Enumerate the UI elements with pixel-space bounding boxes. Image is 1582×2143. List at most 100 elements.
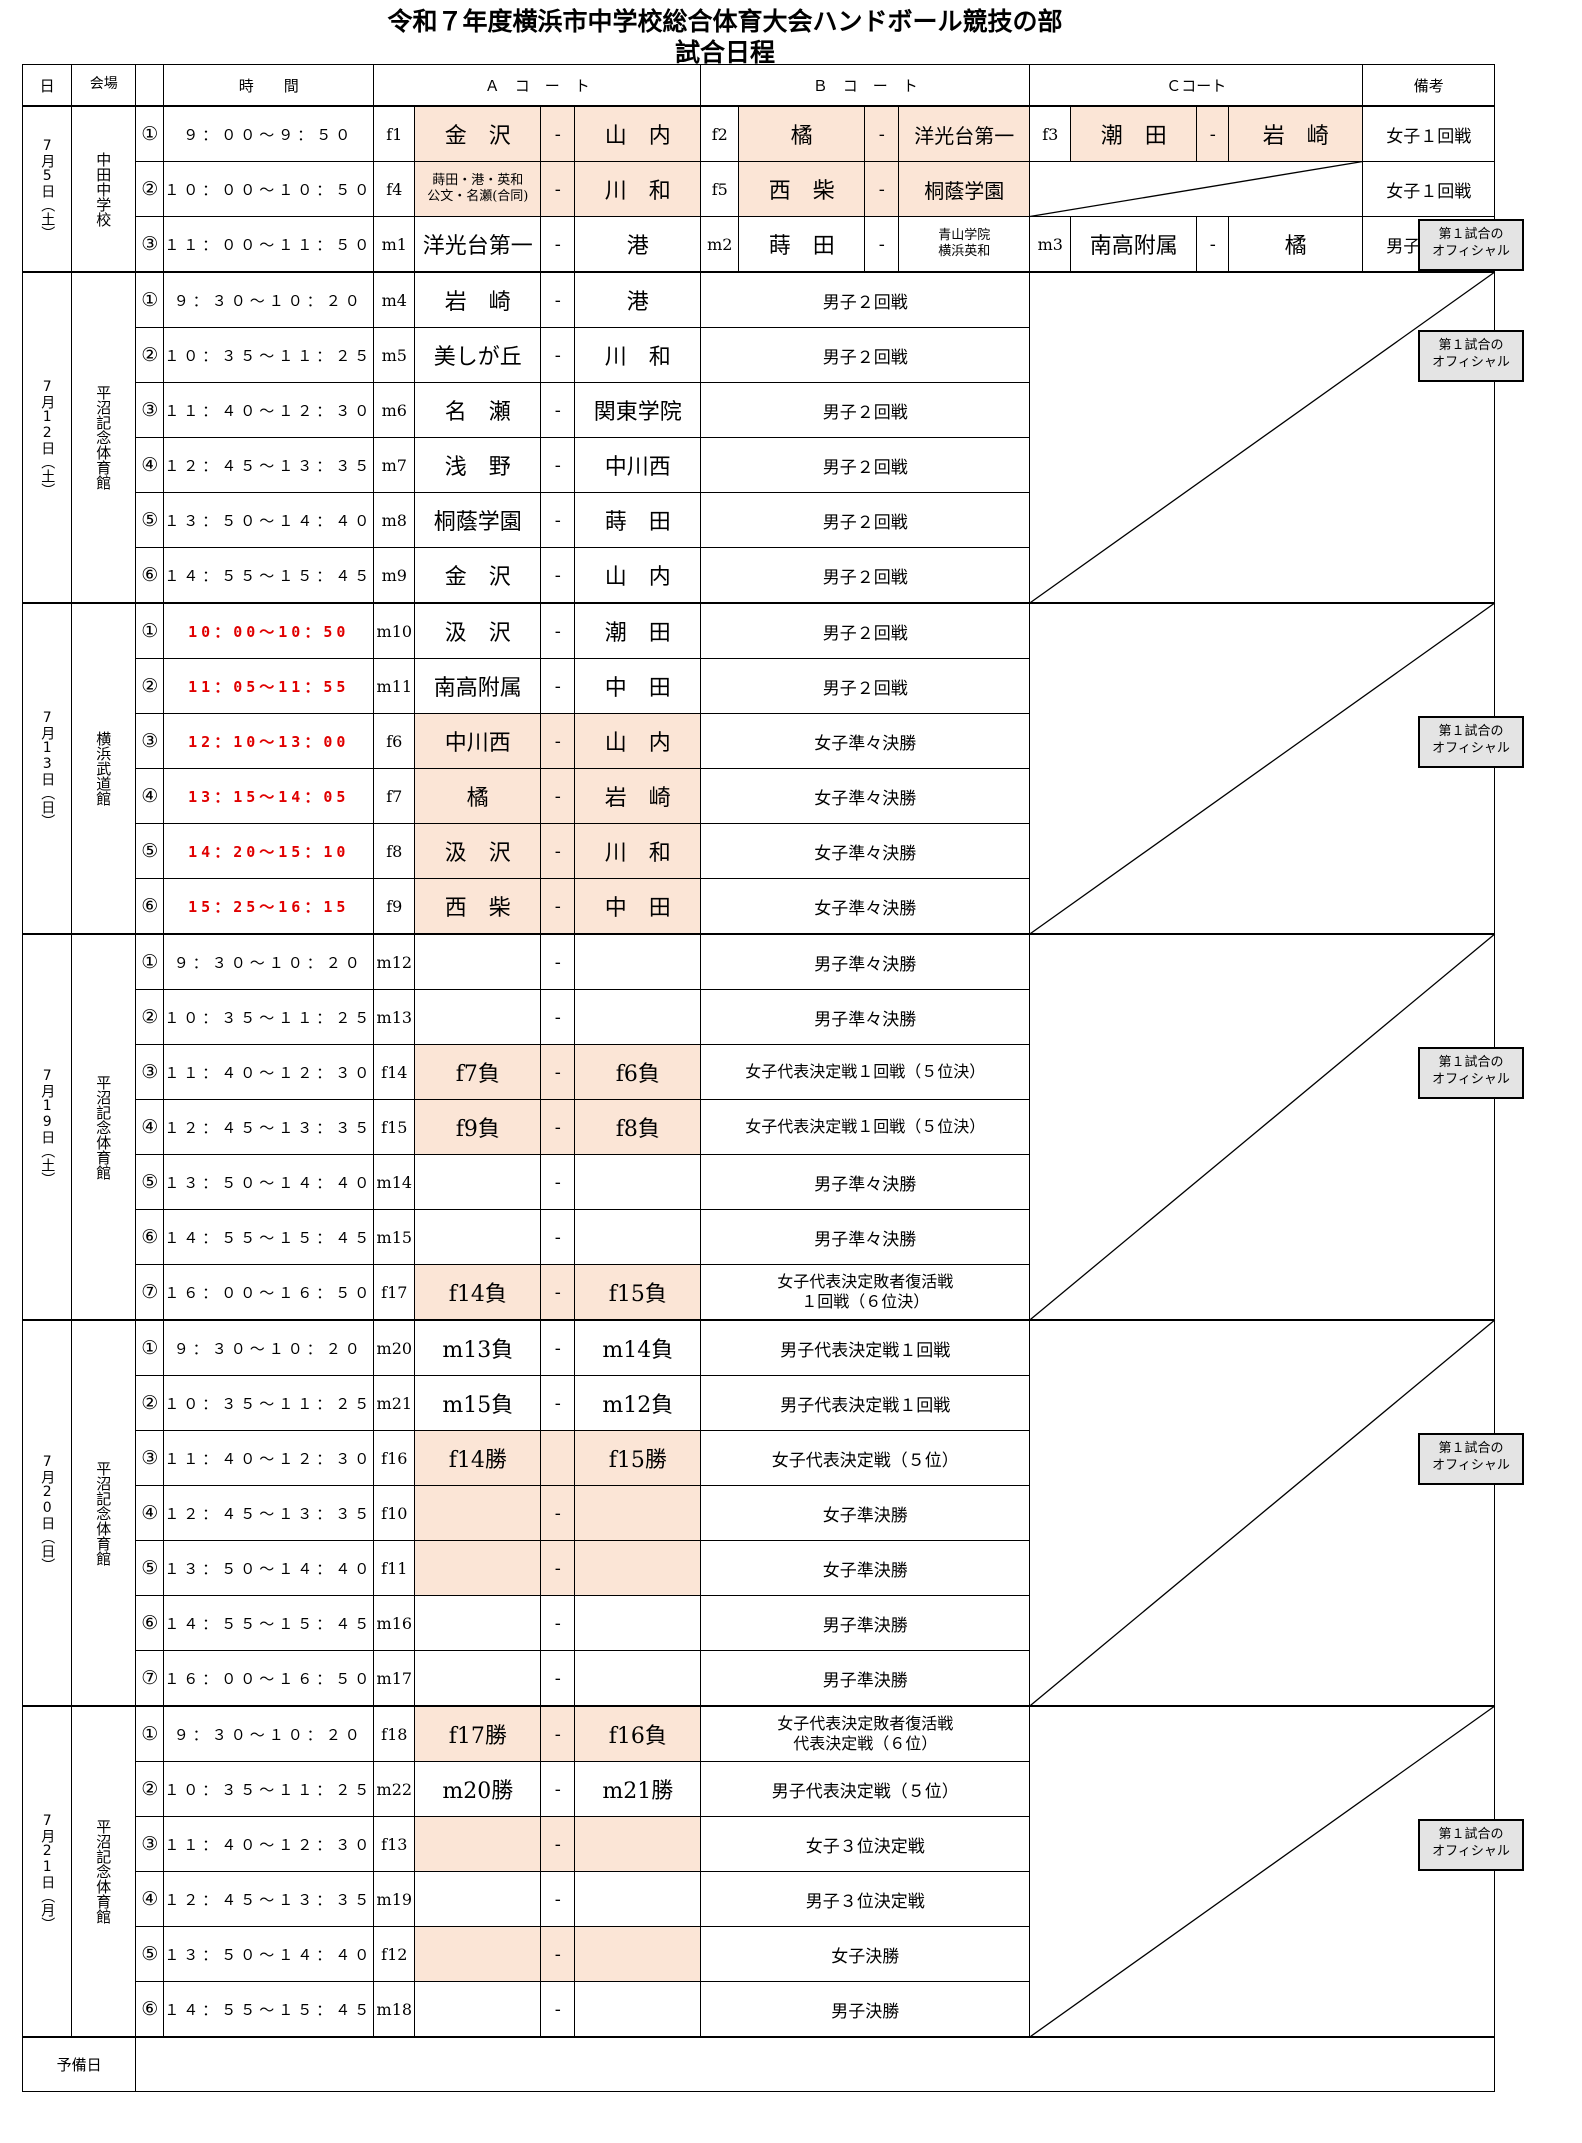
court-a-dash: - [540, 1926, 576, 1982]
match-number: ③ [135, 713, 165, 769]
court-a-team1: 名 瀬 [414, 382, 542, 438]
court-a-team2: 中 田 [574, 658, 702, 714]
time-slot: １１：００～１１：５０ [163, 216, 375, 273]
court-c-team2: 岩 崎 [1228, 105, 1364, 162]
court-a-team2: 中川西 [574, 437, 702, 493]
time-slot: １４：５５～１５：４５ [163, 1981, 375, 2038]
match-number: ⑥ [135, 1595, 165, 1651]
court-b-dash: - [864, 161, 900, 217]
time-slot: １２：４５～１３：３５ [163, 1099, 375, 1155]
court-a-code: f8 [373, 823, 416, 879]
time-slot: ９：３０～１０：２０ [163, 1319, 375, 1376]
court-b-note: 女子３位決定戦 [700, 1816, 1031, 1872]
court-c-empty [1029, 161, 1364, 217]
time-slot: １３：５０～１４：４０ [163, 1926, 375, 1982]
court-a-code: f4 [373, 161, 416, 217]
court-a-dash [540, 1430, 576, 1486]
venue-cell: 平沼記念体育館 [71, 1319, 137, 1707]
court-a-team1: 洋光台第一 [414, 216, 542, 273]
court-a-dash: - [540, 1485, 576, 1541]
match-number: ⑥ [135, 1209, 165, 1265]
court-b-code: m2 [700, 216, 740, 273]
court-a-dash: - [540, 933, 576, 990]
court-c-empty-block [1029, 1319, 1496, 1707]
court-b-note: 男子準々決勝 [700, 933, 1031, 990]
court-a-dash: - [540, 1264, 576, 1321]
court-b-team2: 青山学院横浜英和 [898, 216, 1031, 273]
page-title: 令和７年度横浜市中学校総合体育大会ハンドボール競技の部 [387, 7, 1063, 36]
court-a-dash: - [540, 492, 576, 548]
match-number: ⑤ [135, 823, 165, 879]
court-a-team1 [414, 933, 542, 990]
court-a-code: f11 [373, 1540, 416, 1596]
reserve-day-cell [135, 2036, 1496, 2092]
time-slot: ９：３０～１０：２０ [163, 1705, 375, 1762]
court-a-team2: 潮 田 [574, 602, 702, 659]
reserve-day-label: 予備日 [21, 2036, 137, 2092]
court-a-code: m6 [373, 382, 416, 438]
match-number: ⑥ [135, 878, 165, 935]
court-a-code: f6 [373, 713, 416, 769]
court-b-team2: 桐蔭学園 [898, 161, 1031, 217]
match-number: ③ [135, 1816, 165, 1872]
court-a-dash: - [540, 1540, 576, 1596]
court-a-code: m8 [373, 492, 416, 548]
court-b-note: 女子準決勝 [700, 1540, 1031, 1596]
time-slot: 10：00～10：50 [163, 602, 375, 659]
time-slot: １４：５５～１５：４５ [163, 547, 375, 604]
court-c-team1: 潮 田 [1070, 105, 1198, 162]
venue-cell: 平沼記念体育館 [71, 1705, 137, 2038]
court-a-team1 [414, 1650, 542, 1707]
match-number: ⑤ [135, 1926, 165, 1982]
court-c-code: m3 [1029, 216, 1072, 273]
court-a-team2 [574, 1650, 702, 1707]
court-a-dash: - [540, 878, 576, 935]
court-a-team1: 南高附属 [414, 658, 542, 714]
court-b-team1: 橘 [738, 105, 866, 162]
court-b-note: 男子代表決定戦１回戦 [700, 1375, 1031, 1431]
time-slot: １１：４０～１２：３０ [163, 1430, 375, 1486]
court-a-team2 [574, 1981, 702, 2038]
court-c-dash: - [1196, 216, 1230, 273]
time-slot: １３：５０～１４：４０ [163, 1540, 375, 1596]
court-a-dash: - [540, 1044, 576, 1100]
court-a-dash: - [540, 713, 576, 769]
court-b-note: 男子２回戦 [700, 437, 1031, 493]
court-a-team1: 中川西 [414, 713, 542, 769]
time-slot: ９：３０～１０：２０ [163, 271, 375, 328]
date-text: 7月19日（土） [39, 1068, 56, 1186]
page-subtitle: 試合日程 [674, 38, 775, 67]
header-court-a: Ａ コ ー ト [373, 64, 702, 107]
court-a-code: f14 [373, 1044, 416, 1100]
court-b-team2: 洋光台第一 [898, 105, 1031, 162]
court-a-dash: - [540, 1209, 576, 1265]
official-badge: 第１試合のオフィシャル [1418, 218, 1524, 271]
court-a-team1: f7負 [414, 1044, 542, 1100]
court-a-team2: 蒔 田 [574, 492, 702, 548]
header-venue: 会場 [71, 64, 137, 107]
court-c-team2: 橘 [1228, 216, 1364, 273]
date-text: 7月13日（日） [39, 709, 56, 828]
court-a-team1: m15負 [414, 1375, 542, 1431]
match-number: ⑦ [135, 1264, 165, 1321]
time-slot: １０：３５～１１：２５ [163, 327, 375, 383]
match-number: ③ [135, 1044, 165, 1100]
court-a-dash: - [540, 1595, 576, 1651]
court-a-dash: - [540, 1981, 576, 2038]
match-number: ① [135, 105, 165, 162]
court-c-dash: - [1196, 105, 1230, 162]
court-a-dash: - [540, 271, 576, 328]
court-a-code: m9 [373, 547, 416, 604]
match-number: ① [135, 602, 165, 659]
date-cell: 7月12日（土） [21, 271, 73, 604]
court-a-team2: m12負 [574, 1375, 702, 1431]
